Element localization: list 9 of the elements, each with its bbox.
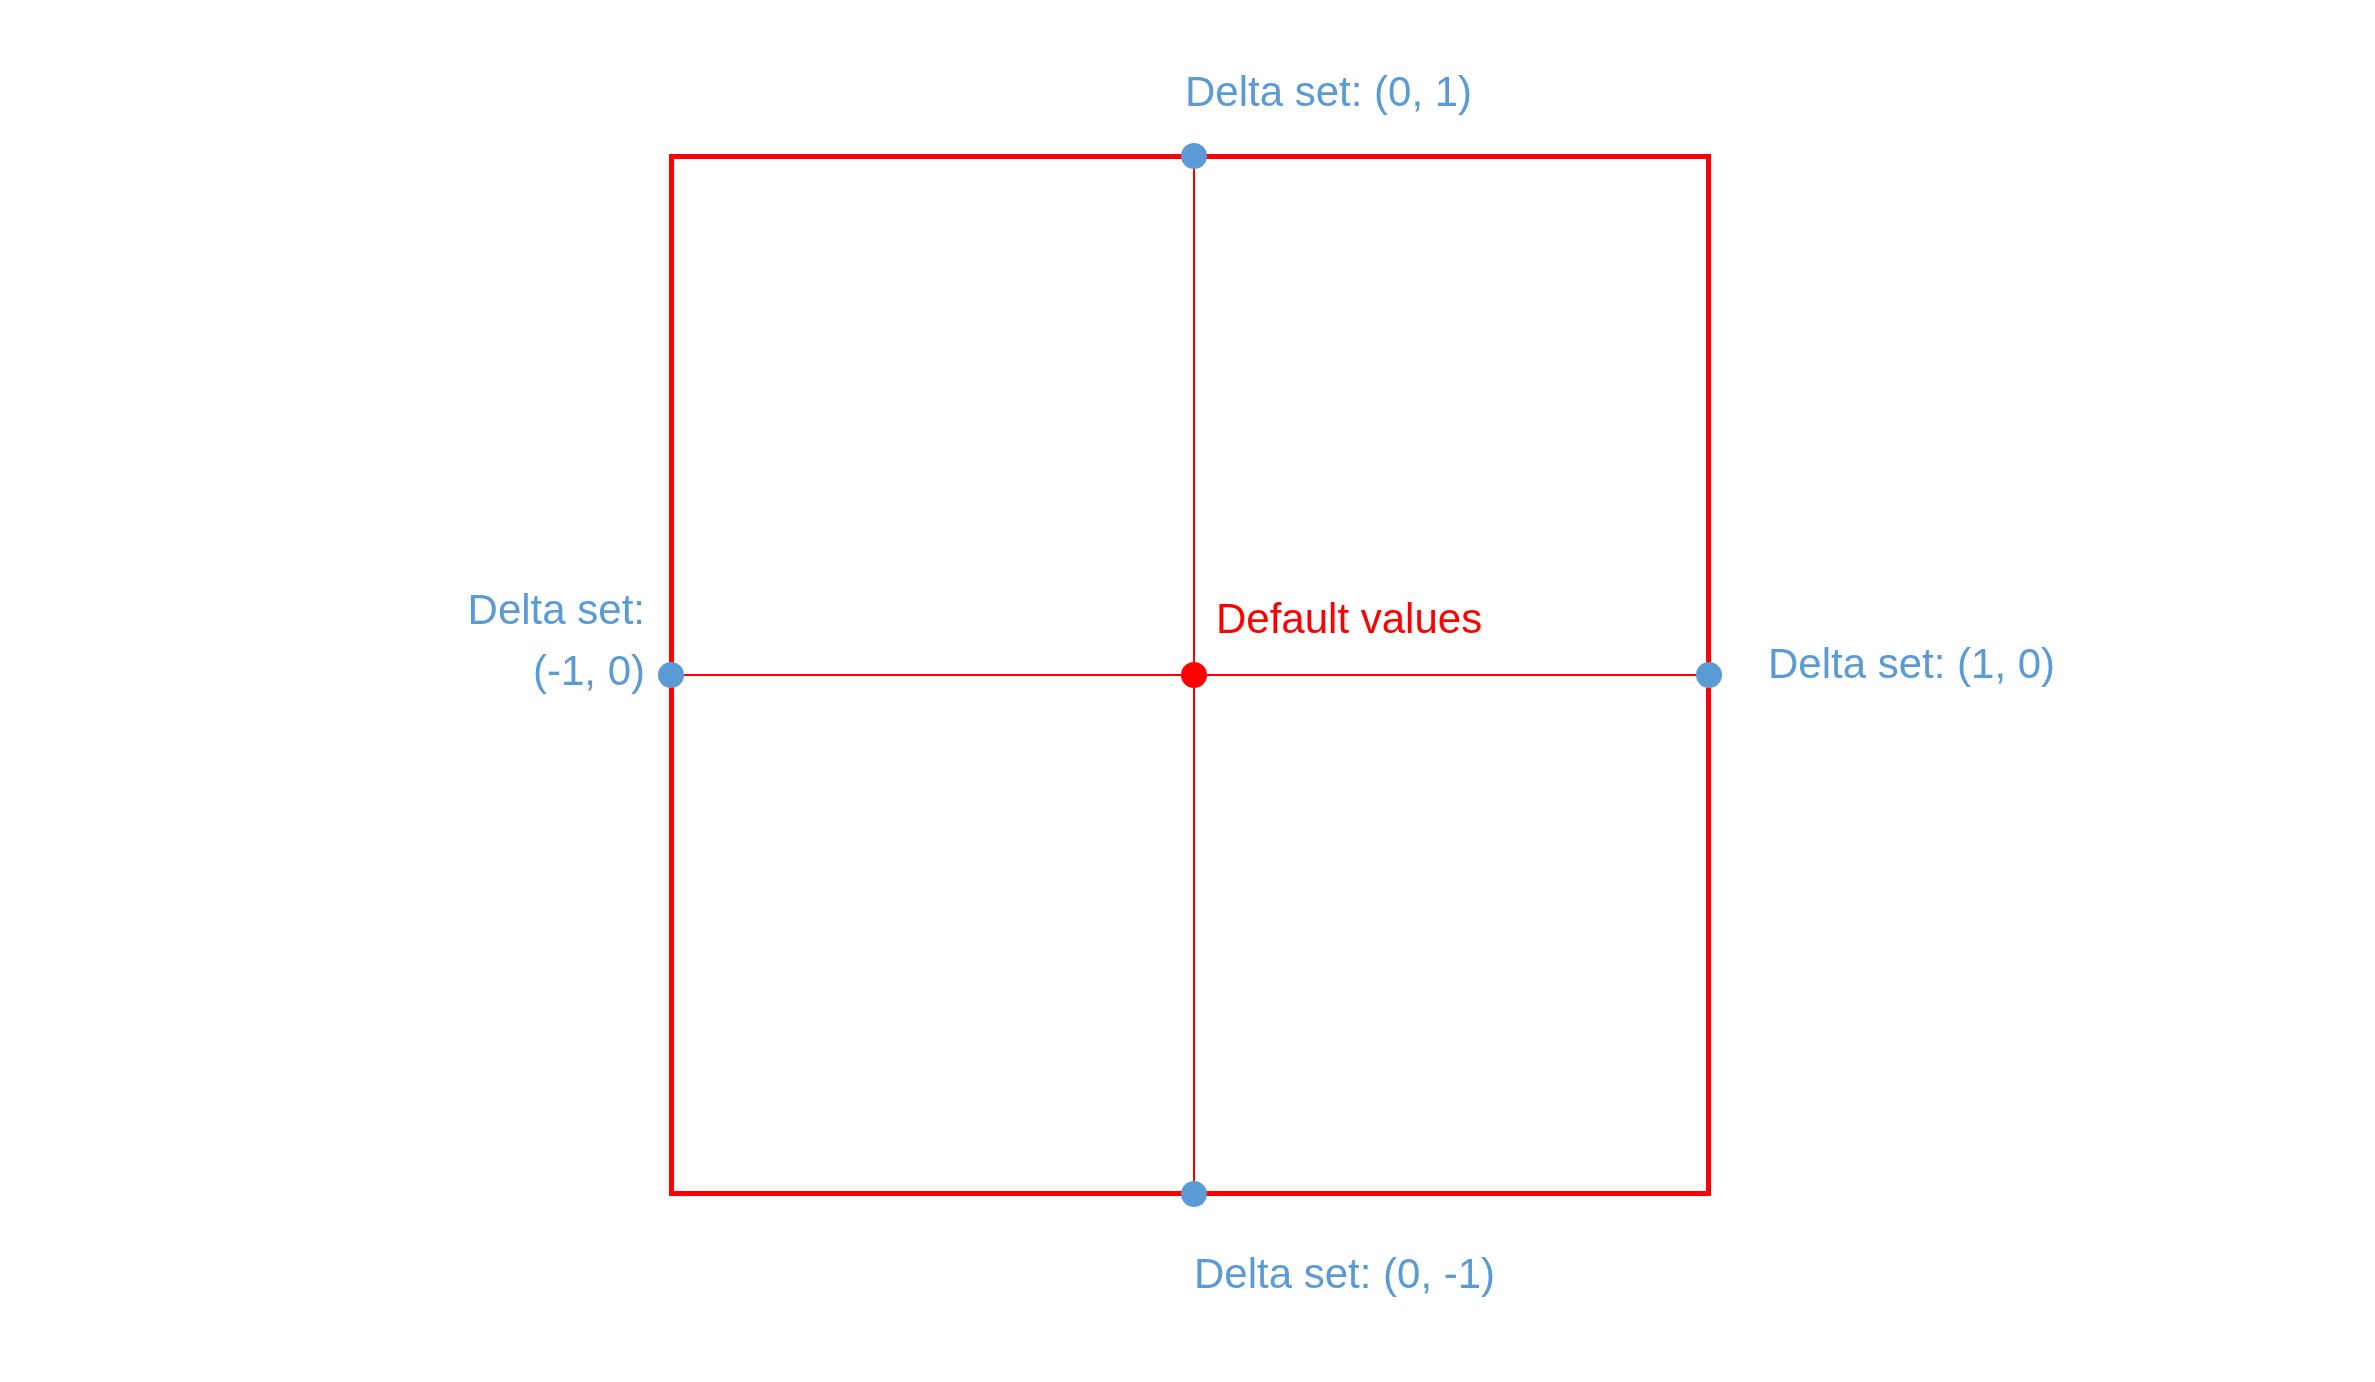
point-label: Delta set: (0, -1) bbox=[1194, 1249, 1496, 1299]
connector-line bbox=[1206, 674, 1697, 676]
point-label: Delta set: (0, 1) bbox=[1185, 67, 1473, 117]
connector-line bbox=[1193, 687, 1195, 1182]
point-label: Default values bbox=[1216, 594, 1483, 644]
point-label: Delta set: (-1, 0) bbox=[466, 585, 645, 696]
connector-line bbox=[683, 674, 1182, 676]
point-label: Delta set: (1, 0) bbox=[1768, 639, 2056, 689]
connector-line bbox=[1193, 168, 1195, 663]
